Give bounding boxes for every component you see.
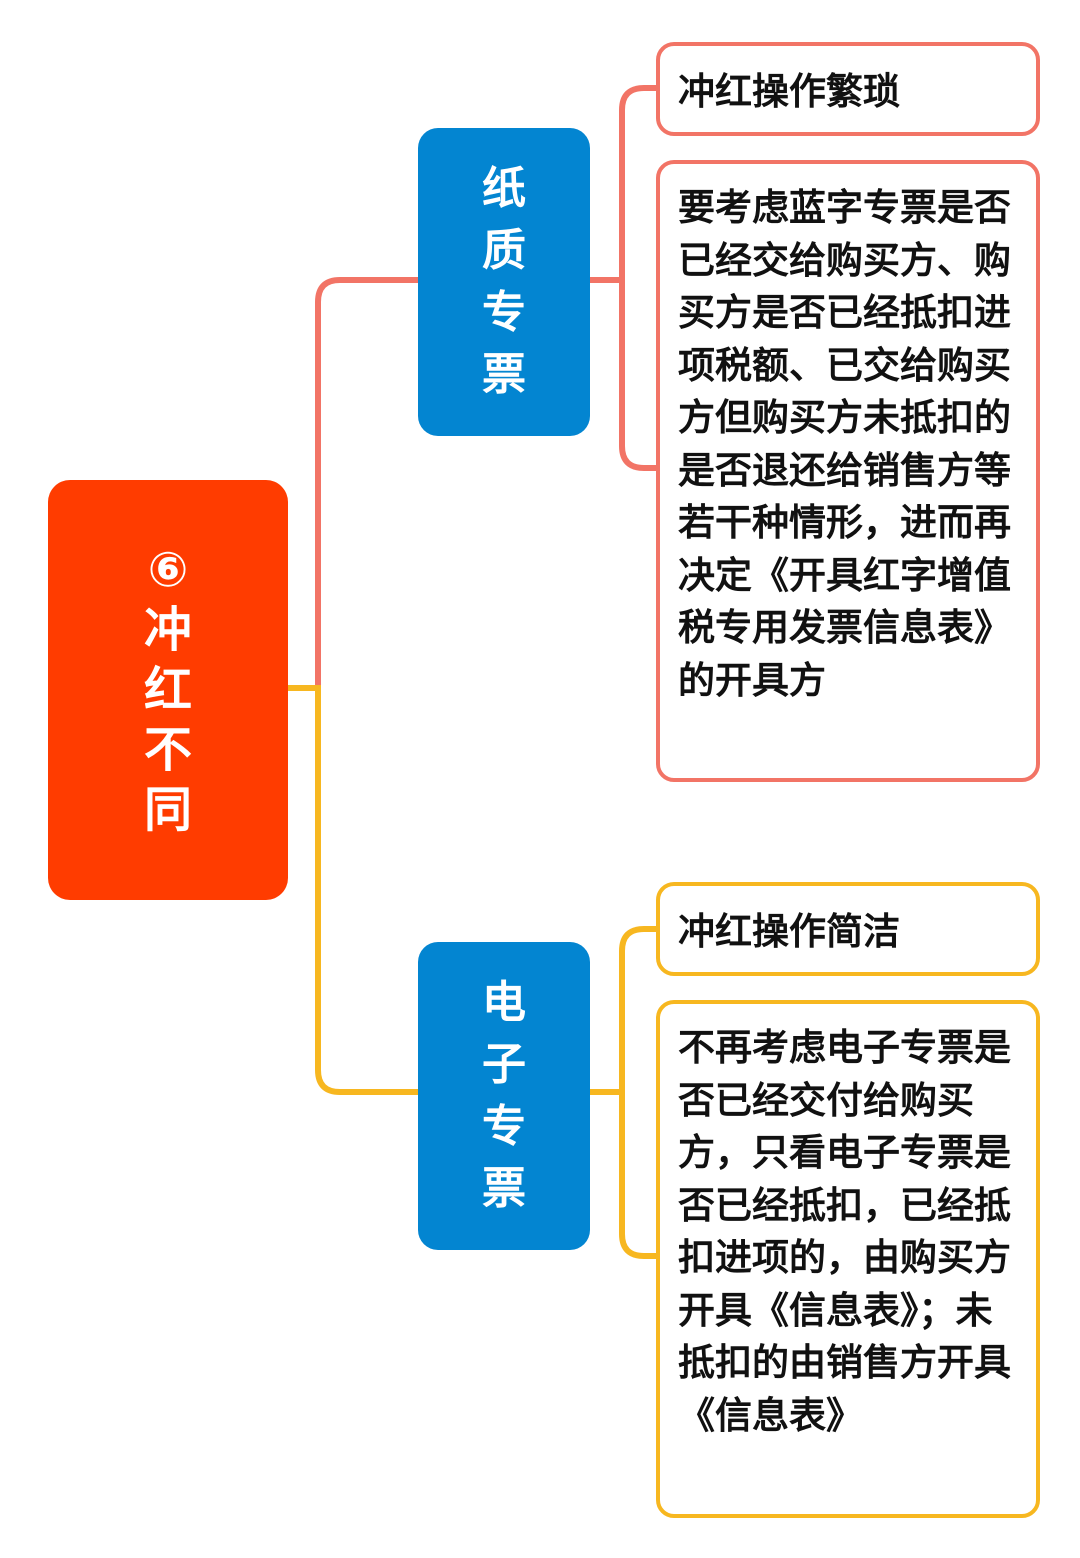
leaf-paper-detail: 要考虑蓝字专票是否已经交给购买方、购买方是否已经抵扣进项税额、已交给购买方但购买… [656, 160, 1040, 782]
connector-root-to-electronic [288, 685, 418, 1095]
leaf-electronic-detail: 不再考虑电子专票是否已经交付给购买方，只看电子专票是否已经抵扣，已经抵扣进项的，… [656, 1000, 1040, 1518]
branch-electronic-label: 电子专票 [482, 977, 526, 1214]
leaf-electronic-summary-text: 冲红操作简洁 [678, 910, 900, 953]
leaf-paper-detail-text: 要考虑蓝字专票是否已经交给购买方、购买方是否已经抵扣进项税额、已交给购买方但购买… [678, 186, 1011, 702]
root-node: ⑥冲红不同 [48, 480, 288, 900]
connector-paper-to-leaves [590, 85, 656, 471]
branch-electronic-invoice: 电子专票 [418, 942, 590, 1250]
leaf-paper-summary-text: 冲红操作繁琐 [678, 70, 900, 113]
connector-root-to-paper [288, 277, 418, 691]
leaf-electronic-detail-text: 不再考虑电子专票是否已经交付给购买方，只看电子专票是否已经抵扣，已经抵扣进项的，… [678, 1026, 1011, 1437]
root-label: ⑥冲红不同 [143, 542, 192, 838]
branch-paper-invoice: 纸质专票 [418, 128, 590, 436]
branch-paper-label: 纸质专票 [482, 163, 526, 400]
leaf-paper-summary: 冲红操作繁琐 [656, 42, 1040, 136]
leaf-electronic-summary: 冲红操作简洁 [656, 882, 1040, 976]
connector-electronic-to-leaves [590, 926, 656, 1259]
